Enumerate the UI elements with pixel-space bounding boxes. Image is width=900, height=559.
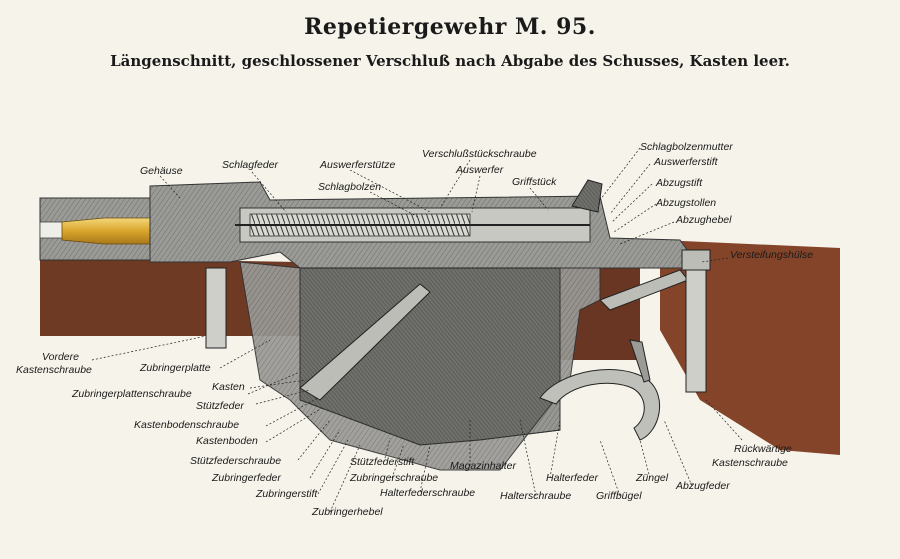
label-auswerferstuetze: Auswerferstütze: [319, 159, 395, 171]
label-versteifungshuelse: Versteifungshülse: [730, 249, 813, 261]
label-zubringerschraube: Zubringerschraube: [349, 472, 438, 484]
label-abzugstift: Abzugstift: [655, 177, 703, 189]
stiffening-sleeve: [681, 249, 711, 271]
label-schlagbolzen: Schlagbolzen: [318, 181, 381, 193]
label-kasten: Kasten: [212, 381, 245, 393]
label-halterfeder: Halterfeder: [546, 472, 598, 484]
label-stuetzfederschraube: Stützfederschraube: [190, 455, 281, 467]
follower-lever: [299, 283, 431, 401]
trigger-guard: [539, 369, 661, 441]
label-kastenboden: Kastenboden: [196, 435, 258, 447]
label-zubringerplatte: Zubringerplatte: [139, 362, 211, 374]
label-abzughebel: Abzughebel: [675, 214, 732, 226]
label-zubringerstift: Zubringerstift: [255, 488, 318, 500]
label-stuetzfederstift: Stützfederstift: [350, 456, 415, 468]
label-halterschraube: Halterschraube: [500, 490, 571, 502]
front-screw: [205, 267, 227, 349]
label-auswerfer: Auswerfer: [455, 164, 504, 176]
stock-wood: [40, 258, 300, 336]
label-griffstueck: Griffstück: [512, 176, 557, 188]
label-auswerferstift: Auswerferstift: [653, 156, 719, 168]
diagram-title: Repetiergewehr M. 95.: [304, 14, 596, 40]
label-verschlussstueckschraube: Verschlußstückschraube: [422, 148, 537, 160]
trigger: [629, 339, 651, 383]
label-zuengel: Züngel: [635, 472, 669, 484]
label-vordere-kastenschraube-1: Vordere: [42, 351, 79, 363]
label-magazinhalter: Magazinhalter: [450, 460, 516, 472]
label-stuetzfeder: Stützfeder: [196, 400, 244, 412]
label-zubringerfeder: Zubringerfeder: [211, 472, 281, 484]
label-rueckwaertige-kastenschraube-1: Rückwärtige: [734, 443, 792, 455]
label-rueckwaertige-kastenschraube-2: Kastenschraube: [712, 457, 788, 469]
label-schlagfeder: Schlagfeder: [222, 159, 279, 171]
label-abzugfeder: Abzugfeder: [675, 480, 730, 492]
diagram-subtitle: Längenschnitt, geschlossener Verschluß n…: [110, 52, 790, 70]
leader-lines: [91, 147, 743, 513]
label-zubringerhebel: Zubringerhebel: [311, 506, 383, 518]
label-gehaeuse: Gehäuse: [140, 165, 183, 177]
label-halterfederschraube: Halterfederschraube: [380, 487, 475, 499]
label-zubringerplattenschraube: Zubringerplattenschraube: [71, 388, 192, 400]
label-kastenbodenschraube: Kastenbodenschraube: [134, 419, 239, 431]
label-schlagbolzenmutter: Schlagbolzenmutter: [640, 141, 733, 153]
label-abzugstollen: Abzugstollen: [655, 197, 716, 209]
rear-screw: [685, 261, 707, 393]
label-griffbuegel: Griffbügel: [596, 490, 642, 502]
label-vordere-kastenschraube-2: Kastenschraube: [16, 364, 92, 376]
bolt-handle: [571, 179, 603, 213]
